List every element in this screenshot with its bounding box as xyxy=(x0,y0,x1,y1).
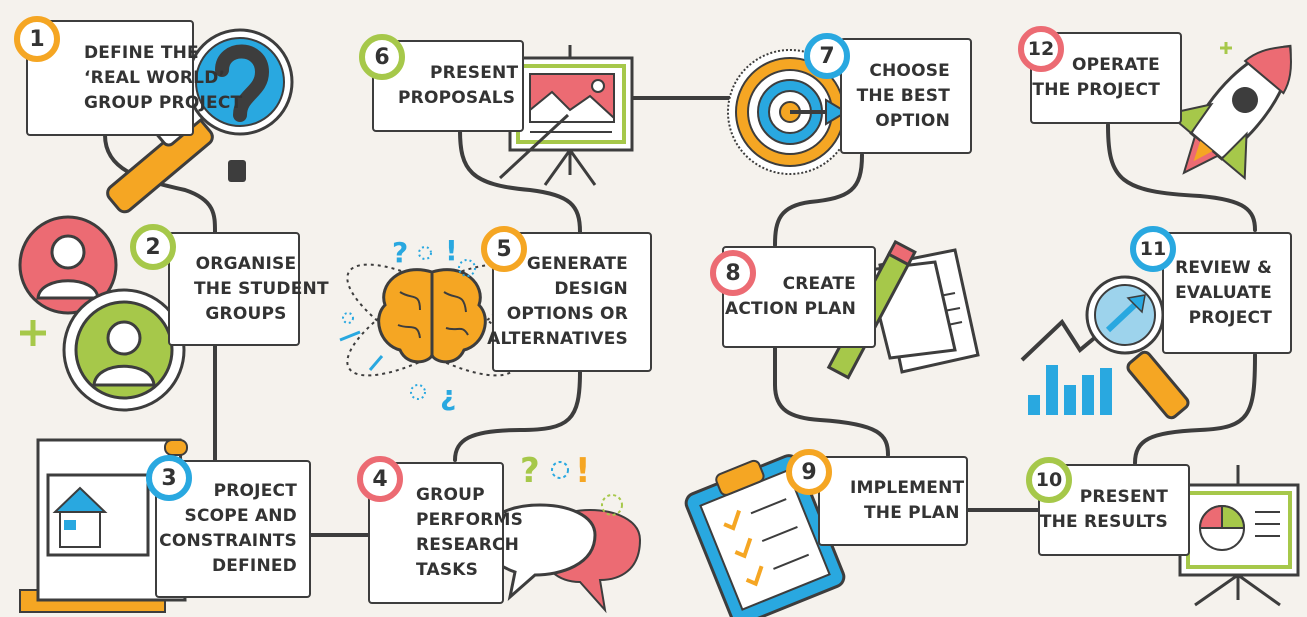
step-12-line-2: THE PROJECT xyxy=(1032,80,1160,100)
speech-bubbles-icon: ? ! xyxy=(483,451,642,614)
step-2-badge: 2 xyxy=(130,224,176,270)
easel-icon xyxy=(498,45,634,186)
step-3-line-1: PROJECT xyxy=(213,481,297,501)
step-9-box: IMPLEMENT THE PLAN xyxy=(818,456,968,546)
svg-text:?: ? xyxy=(520,451,540,491)
step-1-line-3: GROUP PROJECT xyxy=(84,92,243,113)
step-3-line-3: CONSTRAINTS xyxy=(159,531,297,551)
step-4-line-3: RESEARCH xyxy=(416,535,520,555)
step-11-line-1: REVIEW & xyxy=(1175,257,1272,278)
step-11-box: REVIEW & EVALUATE PROJECT xyxy=(1162,232,1292,354)
step-8-line-1: CREATE xyxy=(782,274,856,294)
step-1-badge: 1 xyxy=(14,16,60,62)
step-5-badge: 5 xyxy=(481,226,527,272)
target-icon xyxy=(727,49,853,175)
svg-text:?: ? xyxy=(392,236,408,269)
svg-text:!: ! xyxy=(575,451,591,491)
svg-text:!: ! xyxy=(445,234,458,267)
step-11-line-2: EVALUATE xyxy=(1175,282,1272,303)
step-5-line-4: ALTERNATIVES xyxy=(487,329,628,349)
step-2-line-2: THE STUDENT xyxy=(194,278,329,299)
step-7-box: CHOOSE THE BEST OPTION xyxy=(840,38,972,154)
step-9-badge: 9 xyxy=(786,449,832,495)
step-9-line-1: IMPLEMENT xyxy=(850,478,965,498)
step-11-badge: 11 xyxy=(1130,226,1176,272)
step-4-line-2: PERFORMS xyxy=(416,510,524,530)
presentation-board-icon xyxy=(1178,465,1300,607)
step-10-line-1: PRESENT xyxy=(1079,487,1168,507)
step-7-line-2: THE BEST xyxy=(856,85,950,106)
step-5-line-3: OPTIONS OR xyxy=(506,304,628,324)
step-12-line-1: OPERATE xyxy=(1071,55,1160,75)
step-4-line-4: TASKS xyxy=(416,560,479,580)
step-5-line-1: GENERATE xyxy=(526,254,628,274)
step-10-box: PRESENT THE RESULTS xyxy=(1038,464,1190,556)
step-10-badge: 10 xyxy=(1026,457,1072,503)
step-8-line-2: ACTION PLAN xyxy=(724,299,856,319)
step-5-line-2: DESIGN xyxy=(554,279,628,299)
step-11-line-3: PROJECT xyxy=(1188,307,1272,328)
step-7-line-3: OPTION xyxy=(875,110,950,131)
users-icon xyxy=(18,215,186,412)
step-6-line-2: PROPOSALS xyxy=(398,88,516,108)
step-7-line-1: CHOOSE xyxy=(869,60,950,81)
step-5-box: GENERATE DESIGN OPTIONS OR ALTERNATIVES xyxy=(487,232,652,372)
step-9-line-2: THE PLAN xyxy=(864,503,960,523)
step-12-box: OPERATE THE PROJECT xyxy=(1030,32,1182,124)
step-4-badge: 4 xyxy=(357,456,403,502)
step-3-line-4: DEFINED xyxy=(211,556,297,576)
step-1-line-2: ‘REAL WORLD’ xyxy=(84,67,226,88)
step-4-line-1: GROUP xyxy=(416,485,485,505)
brain-icon: ? ! ¿ xyxy=(339,234,518,412)
step-10-line-2: THE RESULTS xyxy=(1039,512,1168,532)
step-6-line-1: PRESENT xyxy=(430,63,519,83)
rocket-icon xyxy=(1165,42,1292,181)
step-8-badge: 8 xyxy=(710,250,756,296)
step-2-box: ORGANISE THE STUDENT GROUPS xyxy=(168,232,329,346)
step-3-badge: 3 xyxy=(146,455,192,501)
step-2-line-1: ORGANISE xyxy=(195,253,297,274)
chart-magnifier-icon xyxy=(1020,275,1190,420)
step-7-badge: 7 xyxy=(804,33,850,79)
step-12-badge: 12 xyxy=(1018,26,1064,72)
step-6-badge: 6 xyxy=(359,34,405,80)
step-3-line-2: SCOPE AND xyxy=(184,506,297,526)
step-1-line-1: DEFINE THE xyxy=(84,42,199,63)
step-2-line-3: GROUPS xyxy=(205,303,287,324)
svg-text:¿: ¿ xyxy=(440,379,456,412)
pencil-document-icon xyxy=(826,239,980,380)
clipboard-icon xyxy=(684,454,846,617)
connector-path xyxy=(103,96,1257,537)
